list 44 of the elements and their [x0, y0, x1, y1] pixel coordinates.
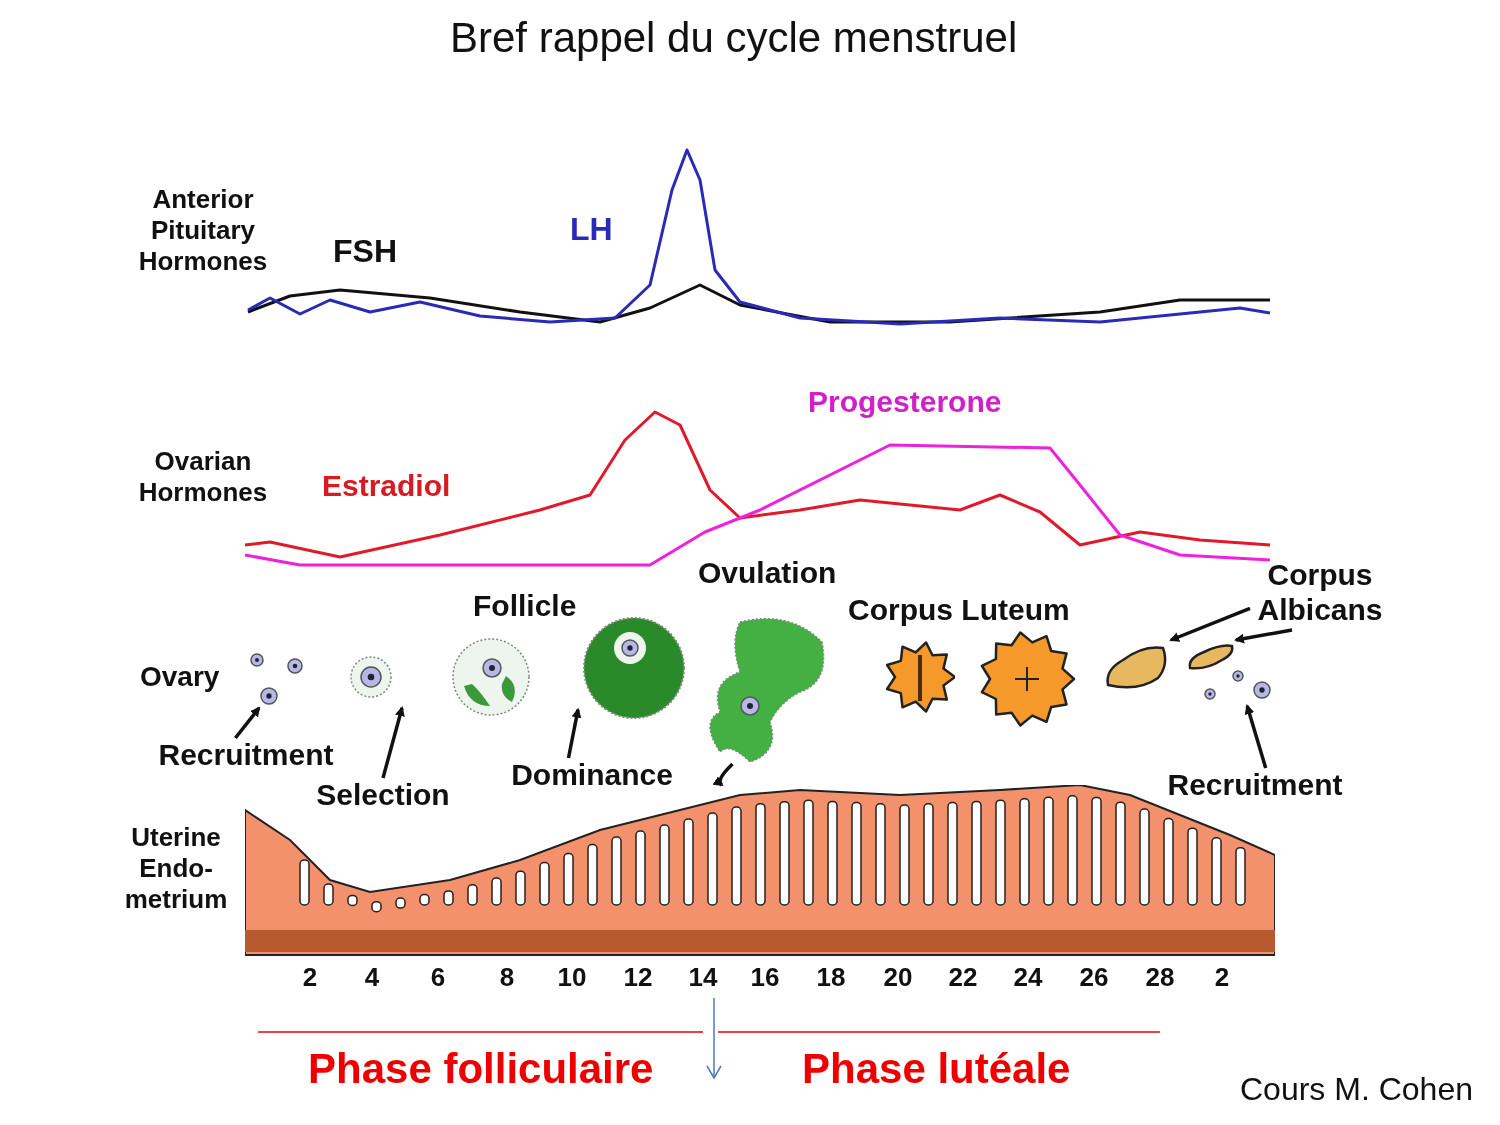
arrow: [1244, 704, 1268, 769]
tick-label: 16: [749, 962, 781, 994]
stage-label: Selection: [300, 778, 466, 816]
corpus-luteum-drawing: [978, 630, 1076, 728]
hormone-label: FSH: [333, 232, 397, 271]
tick-label: 6: [429, 962, 447, 994]
tick-label: 2: [1213, 962, 1231, 994]
title: Bref rappel du cycle menstruel: [450, 14, 1018, 62]
arrow: [712, 762, 734, 787]
tick-label: 18: [815, 962, 847, 994]
hormone-label: LH: [570, 210, 613, 249]
phase-label: Phase lutéale: [802, 1044, 1071, 1094]
tick-label: 26: [1078, 962, 1110, 994]
phase-label: Phase folliculaire: [308, 1044, 654, 1094]
stage-label: Recruitment: [1148, 768, 1362, 806]
follicle-drawing: [450, 636, 532, 718]
tick-label: 14: [687, 962, 719, 994]
tick-label: 20: [882, 962, 914, 994]
credit-text: Cours M. Cohen: [1240, 1070, 1473, 1109]
stage-label: Corpus Luteum: [848, 592, 1070, 628]
axis-label: Ovarian Hormones: [137, 446, 269, 509]
axis-label: Uterine Endo-metrium: [123, 822, 229, 916]
arrow: [381, 706, 405, 779]
tick-label: 22: [947, 962, 979, 994]
arrow: [234, 706, 261, 740]
tick-label: 28: [1144, 962, 1176, 994]
arrow: [1169, 606, 1251, 642]
hormone-label: Progesterone: [808, 384, 1002, 420]
stage-label: Corpus Albicans: [1250, 558, 1390, 630]
axis-label: Ovary: [140, 660, 220, 694]
tick-label: 8: [498, 962, 516, 994]
stage-label: Ovulation: [698, 555, 837, 591]
tick-label: 4: [363, 962, 381, 994]
tick-label: 24: [1012, 962, 1044, 994]
stage-label: Recruitment: [140, 738, 352, 776]
stage-label: Dominance: [494, 758, 690, 796]
axis-label: Anterior Pituitary Hormones: [137, 184, 269, 278]
arrow: [566, 707, 582, 759]
arrow: [1234, 628, 1293, 644]
stage-label: Follicle: [473, 588, 577, 624]
tick-label: 12: [622, 962, 654, 994]
tick-label: 10: [556, 962, 588, 994]
tick-label: 2: [301, 962, 319, 994]
hormone-label: Estradiol: [322, 468, 451, 504]
